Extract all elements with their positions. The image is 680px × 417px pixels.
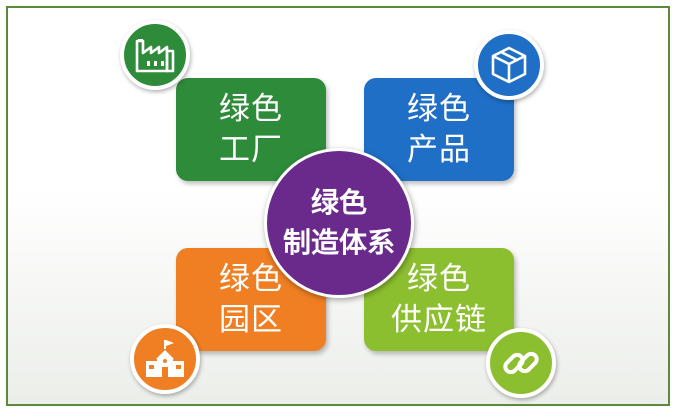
green-factory-line1: 绿色 [219, 90, 283, 127]
green-product-tile: 绿色 产品 [364, 78, 514, 181]
green-supply-chain-line1: 绿色 [407, 260, 471, 297]
green-park-line1: 绿色 [219, 260, 283, 297]
green-park-line2: 园区 [219, 301, 283, 338]
school-building-icon [130, 324, 200, 394]
factory-icon [120, 20, 190, 90]
box-icon [474, 30, 544, 100]
green-factory-line2: 工厂 [219, 131, 283, 168]
green-factory-tile: 绿色 工厂 [176, 78, 326, 181]
green-product-line2: 产品 [407, 131, 471, 168]
diagram-frame: 绿色 工厂 绿色 产品 绿色 园区 绿色 供应链 绿色 制造体系 [6, 6, 670, 406]
center-hub-line1: 绿色 [310, 186, 367, 219]
center-hub: 绿色 制造体系 [264, 148, 414, 298]
green-supply-chain-line2: 供应链 [391, 301, 487, 338]
chain-link-icon [486, 328, 556, 398]
green-product-line1: 绿色 [407, 90, 471, 127]
center-hub-line2: 制造体系 [282, 226, 395, 259]
